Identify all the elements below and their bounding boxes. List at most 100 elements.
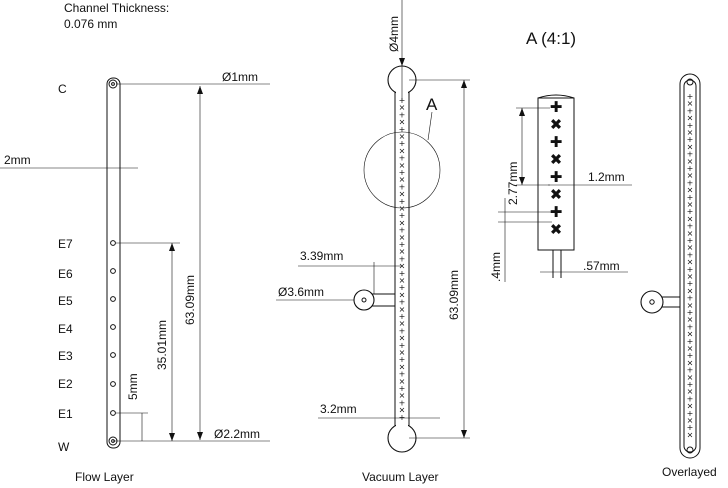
port-label-e2: E2 — [58, 377, 73, 391]
port-label-e4: E4 — [58, 322, 73, 336]
dim-side-port: Ø3.6mm — [278, 285, 324, 299]
overlay-post-marker: × — [687, 258, 694, 267]
dim-detail-post: .57mm — [583, 259, 620, 273]
vacuum-post-marker: + — [399, 254, 406, 263]
electrode-hole — [110, 352, 116, 358]
vacuum-post-marker: × — [399, 175, 406, 184]
overlay-post-markers: +×+×+×+×+×+×+×+×+×+×+×+×+×+×+×+×+×+×+×+×… — [687, 92, 694, 439]
vacuum-post-marker: + — [399, 168, 406, 177]
vacuum-post-marker: + — [399, 283, 406, 292]
dim-vac-length-arrow-top — [461, 80, 467, 88]
vacuum-post-marker: × — [399, 377, 406, 386]
electrode-hole — [110, 410, 116, 416]
port-label-w: W — [58, 440, 70, 454]
dim-detail-pitch-arrow-top — [519, 108, 525, 116]
dim-vac-width: 3.2mm — [320, 402, 357, 416]
overlay-post-marker: × — [687, 128, 694, 137]
overlay-post-marker: × — [687, 286, 694, 295]
flow-layer-view: C E7 E6 E5 E4 E3 E2 E1 W Ø1mm 2mm 63.09m… — [0, 70, 270, 484]
vacuum-post-marker: + — [399, 197, 406, 206]
detail-post-marker: ✖ — [550, 116, 563, 134]
overlay-post-marker: × — [687, 214, 694, 223]
vacuum-post-marker: + — [399, 269, 406, 278]
electrode-hole — [110, 240, 116, 246]
vacuum-post-marker: × — [399, 362, 406, 371]
dim-detail-pitch: 2.77mm — [506, 162, 520, 205]
overlay-side-port — [640, 290, 664, 314]
vacuum-post-marker: × — [399, 132, 406, 141]
vacuum-post-marker: × — [399, 218, 406, 227]
vacuum-post-marker: + — [399, 240, 406, 249]
overlay-post-marker: + — [687, 106, 694, 115]
overlay-post-marker: × — [687, 430, 694, 439]
vacuum-post-marker: × — [399, 233, 406, 242]
vacuum-post-marker: × — [399, 146, 406, 155]
overlay-post-marker: + — [687, 222, 694, 231]
vacuum-post-marker: × — [399, 276, 406, 285]
overlay-post-marker: + — [687, 92, 694, 101]
vacuum-post-marker: × — [399, 334, 406, 343]
vacuum-post-marker: + — [399, 384, 406, 393]
flow-channel-outline — [106, 77, 121, 449]
vacuum-post-marker: × — [399, 348, 406, 357]
detail-break-top — [537, 94, 575, 99]
dim-electrode-span: 35.01mm — [155, 320, 169, 370]
detail-channel-outline — [537, 97, 575, 251]
dim-electrode-arrow-bottom — [169, 433, 175, 441]
vacuum-post-marker: + — [399, 398, 406, 407]
port-label-c: C — [58, 82, 67, 96]
overlay-post-marker: × — [687, 272, 694, 281]
channel-thickness-title: Channel Thickness: — [64, 1, 169, 15]
vacuum-post-marker: + — [399, 110, 406, 119]
overlay-post-marker: + — [687, 150, 694, 159]
vacuum-post-marker: × — [399, 290, 406, 299]
overlay-side-port-center — [649, 299, 655, 305]
detail-callout-circle — [363, 131, 441, 209]
electrode-hole — [110, 324, 116, 330]
channel-thickness-value: 0.076 mm — [64, 17, 117, 31]
overlay-post-marker: × — [687, 142, 694, 151]
detail-post-marker: ✖ — [550, 186, 563, 204]
vacuum-post-marker: + — [399, 326, 406, 335]
overlay-post-marker: + — [687, 394, 694, 403]
vacuum-post-marker: × — [399, 103, 406, 112]
dim-length-arrow-top — [197, 86, 203, 94]
overlay-post-marker: + — [687, 135, 694, 144]
vacuum-post-marker: + — [399, 125, 406, 134]
dim-length-arrow-bottom — [197, 432, 203, 440]
overlay-post-marker: + — [687, 250, 694, 259]
dim-detail-width: 1.2mm — [588, 170, 625, 184]
vacuum-post-markers: +×+×+×+×+×+×+×+×+×+×+×+×+×+×+×+×+×+×+×+×… — [399, 96, 406, 422]
overlay-post-marker: + — [687, 164, 694, 173]
vacuum-post-marker: + — [399, 355, 406, 364]
dim-length: 63.09mm — [183, 275, 197, 325]
overlay-post-marker: × — [687, 387, 694, 396]
overlay-post-marker: × — [687, 402, 694, 411]
vacuum-post-marker: × — [399, 247, 406, 256]
dim-electrode-pitch: 5mm — [126, 373, 140, 400]
dim-top-port: Ø4mm — [387, 16, 401, 52]
vacuum-post-marker: + — [399, 182, 406, 191]
dim-detail-gap: .4mm — [489, 252, 503, 282]
detail-callout-leader — [427, 111, 433, 141]
dim-hole-bottom: Ø2.2mm — [214, 427, 260, 441]
overlay-bottom-hole — [686, 446, 694, 454]
dim-top-port-arrow — [399, 58, 405, 66]
dim-side-offset: 3.39mm — [300, 249, 343, 263]
overlay-post-marker: + — [687, 308, 694, 317]
port-label-e5: E5 — [58, 294, 73, 308]
vacuum-post-marker: + — [399, 312, 406, 321]
vacuum-post-marker: + — [399, 341, 406, 350]
overlay-post-marker: × — [687, 243, 694, 252]
detail-post-marker: ✖ — [550, 221, 563, 239]
overlay-post-marker: + — [687, 322, 694, 331]
dim-hole-top: Ø1mm — [222, 70, 258, 84]
overlay-post-marker: × — [687, 315, 694, 324]
port-label-e3: E3 — [58, 349, 73, 363]
detail-callout-label: A — [426, 95, 438, 114]
overlay-post-marker: + — [687, 279, 694, 288]
vacuum-post-marker: × — [399, 305, 406, 314]
overlay-inner-outline — [683, 79, 697, 453]
vacuum-channel-fill — [396, 84, 408, 434]
